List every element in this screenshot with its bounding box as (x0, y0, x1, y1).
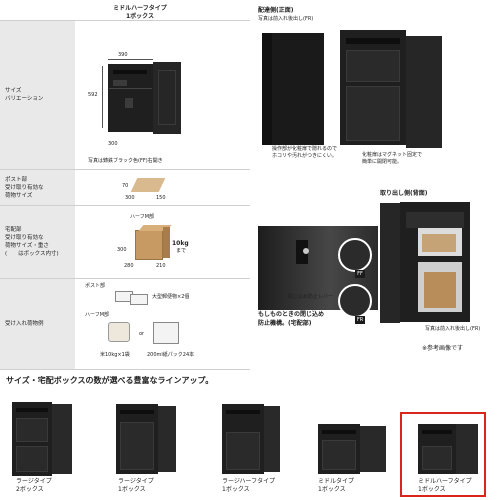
color-note: 写真は鋳鉄ブラック色(FF)右開き (88, 158, 163, 164)
open-door (264, 406, 280, 472)
parcel-icon (422, 234, 456, 252)
open-door (158, 406, 176, 472)
reference-note: ※参考画像です (422, 345, 464, 352)
weight-value: 10kg (172, 240, 189, 247)
divider (0, 369, 250, 370)
open-door (52, 404, 72, 474)
highlight-frame (400, 412, 486, 497)
open-door (153, 62, 181, 134)
back-subtitle: 写真は前入れ後出し(FR) (425, 326, 481, 332)
divider (0, 20, 250, 21)
caption-magnet: 化粧扉はマグネット固定で 簡単に開閉可能。 (362, 152, 423, 165)
spec-header-title: ミドルハーフタイプ 1ボックス (113, 5, 167, 20)
row-label-delivery: 宅配部 受け取り有効な 荷物サイズ・重さ ( はボックス内寸) (0, 206, 75, 278)
parcel-icon (130, 178, 166, 192)
caption-cover: 操作部が化粧扉で隠れるので ホコリや汚れがつきにくい。 (272, 146, 338, 159)
milk-carton-icon (153, 322, 179, 344)
lineup-heading: サイズ・宅配ボックスの数が選べる豊富なラインアップ。 (6, 376, 214, 385)
open-door (406, 36, 442, 148)
open-door (456, 424, 478, 474)
cardboard-box-icon (135, 230, 163, 260)
mail-icon (130, 294, 148, 305)
row-label-post: ポスト部 受け取り有効な 荷物サイズ (0, 170, 75, 205)
dim-depth: 300 (108, 141, 118, 147)
open-door (380, 203, 400, 323)
feature-line1: もしものときの閉じ込め (258, 311, 325, 318)
rice-bag-icon (108, 322, 130, 342)
row-label-examples: 受け入れ荷物例 (0, 279, 75, 369)
fr-badge: FR (355, 316, 365, 324)
ff-detail (338, 238, 372, 272)
cabinet-closed-image (262, 33, 324, 145)
dim-width: 390 (118, 52, 128, 58)
divider (0, 205, 250, 206)
back-title: 取り出し側(背面) (380, 190, 428, 197)
open-door (360, 426, 386, 472)
feature-line2: 防止機構。(宅配部) (258, 320, 312, 327)
front-title: 配達側(正面) (258, 7, 294, 14)
fr-detail (338, 284, 372, 318)
row-label-size: サイズ バリエーション (0, 21, 75, 169)
divider (0, 278, 250, 279)
divider (0, 169, 250, 170)
front-subtitle: 写真は前入れ後出し(FR) (258, 16, 314, 22)
cardboard-box-icon (424, 272, 456, 308)
dim-height: 592 (88, 92, 98, 98)
ff-badge: FF (355, 270, 365, 278)
lever-caption: 閉じ込め防止レバー (288, 294, 334, 300)
